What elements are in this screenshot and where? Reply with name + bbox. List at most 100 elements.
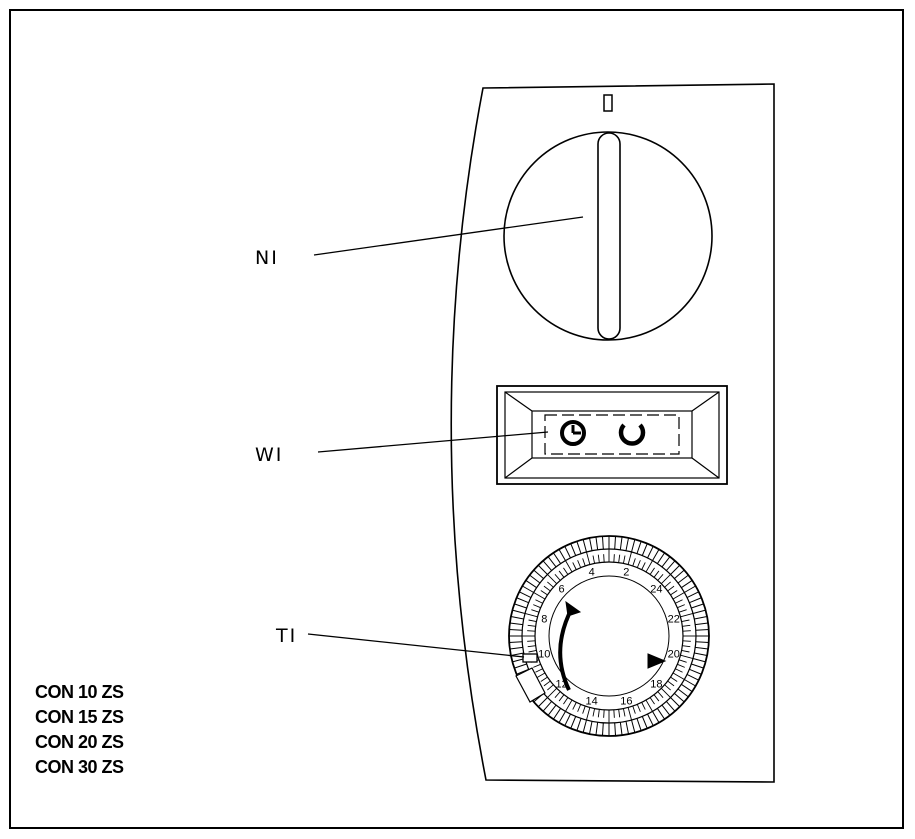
outer-ring-segment [514, 663, 527, 669]
dial-tick [682, 640, 691, 642]
dial-tick [675, 668, 683, 673]
dial-tick [672, 592, 685, 600]
outer-ring-segment [636, 541, 642, 554]
dial-tick [680, 654, 694, 659]
outer-ring-segment [510, 616, 524, 620]
outer-ring-segment [692, 609, 706, 614]
dial-tick [597, 554, 600, 563]
dial-tick [592, 708, 596, 717]
dial-tick [572, 702, 577, 710]
dial-tick [680, 613, 694, 618]
outer-ring-segment [570, 543, 577, 556]
outer-ring-segment [547, 556, 557, 568]
outer-ring-segment [677, 688, 689, 698]
dial-tick [627, 551, 632, 565]
dial-tick [577, 560, 582, 568]
page-frame [9, 9, 904, 829]
outer-ring-segment [509, 622, 523, 626]
rotary-knob[interactable] [503, 131, 713, 341]
outer-ring-segment [681, 683, 693, 692]
outer-ring-segment [670, 564, 681, 575]
outer-ring-segment [553, 708, 562, 720]
outer-ring-segment [564, 713, 571, 726]
dial-tick [558, 570, 565, 578]
outer-ring-segment [519, 591, 532, 598]
outer-ring-segment [529, 574, 541, 584]
model-name: CON 10 ZS [35, 682, 124, 702]
outer-ring-segment [677, 574, 689, 584]
switch-leader-line [317, 431, 549, 453]
outer-ring-segment [674, 692, 685, 703]
dial-tick [649, 567, 655, 575]
dial-tick [661, 574, 671, 584]
dial-number: 20 [668, 648, 680, 660]
outer-ring-segment [661, 556, 671, 568]
timer-setting-pin [522, 653, 538, 663]
dial-tick [547, 581, 554, 588]
rocker-switch[interactable] [496, 385, 728, 485]
dial-tick [540, 590, 548, 596]
dial-tick [664, 581, 671, 588]
dial-tick [533, 592, 546, 600]
dial-tick [528, 619, 537, 623]
outer-ring-segment [512, 609, 526, 614]
dial-number: 2 [623, 566, 629, 578]
dial-tick [667, 680, 675, 687]
outer-ring-segment [695, 622, 709, 626]
dial-tick [675, 599, 683, 604]
outer-ring-segment [681, 580, 693, 589]
dial-tick [641, 702, 646, 710]
outer-ring-segment [674, 569, 685, 580]
continuous-mode-icon [618, 423, 646, 446]
dial-tick [535, 668, 543, 673]
outer-ring-segment [631, 719, 636, 733]
outer-ring-segment [619, 722, 623, 736]
dial-tick [527, 645, 536, 648]
dial-tick [528, 649, 537, 653]
dial-tick [678, 659, 687, 663]
knob-label: NI [255, 247, 279, 269]
outer-ring-segment [665, 701, 676, 712]
dial-tick [547, 574, 557, 584]
dial-tick [618, 554, 621, 563]
outer-ring-segment [689, 597, 702, 604]
model-list: CON 10 ZS CON 15 ZS CON 20 ZS CON 30 ZS [35, 680, 124, 780]
dial-tick [586, 551, 591, 565]
timer-pointer-icon [647, 653, 667, 669]
outer-ring-segment [641, 716, 648, 729]
outer-ring-segment [522, 585, 534, 593]
timer-mode-icon [560, 420, 586, 446]
timer-dial-tab [515, 667, 546, 703]
dial-tick [618, 709, 621, 718]
dial-tick [540, 676, 548, 682]
dial-tick [547, 684, 554, 691]
dial-tick [533, 604, 541, 609]
outer-ring-segment [684, 585, 696, 593]
outer-ring-segment [686, 674, 699, 681]
outer-ring-segment [525, 580, 537, 589]
model-name: CON 15 ZS [35, 707, 124, 727]
outer-ring-segment [652, 711, 660, 723]
dial-tick [603, 709, 605, 718]
outer-ring-segment [670, 697, 681, 708]
outer-ring-segment [656, 708, 665, 720]
outer-ring-segment [582, 539, 587, 553]
outer-ring-segment [619, 536, 623, 550]
dial-tick [524, 613, 538, 618]
model-name: CON 20 ZS [35, 732, 124, 752]
dial-tick [543, 585, 551, 592]
dial-tick [622, 708, 626, 717]
dial-tick [672, 672, 685, 680]
dial-tick [645, 699, 653, 712]
dial-tick [641, 562, 646, 570]
dial-tick [582, 558, 586, 567]
rotation-arrow-head [565, 600, 582, 617]
timer-outer-ticks [509, 536, 709, 736]
dial-tick [649, 697, 655, 705]
outer-ring-segment [692, 658, 706, 663]
outer-ring-segment [614, 722, 617, 736]
outer-ring-segment [695, 646, 709, 650]
dial-tick [636, 704, 641, 712]
